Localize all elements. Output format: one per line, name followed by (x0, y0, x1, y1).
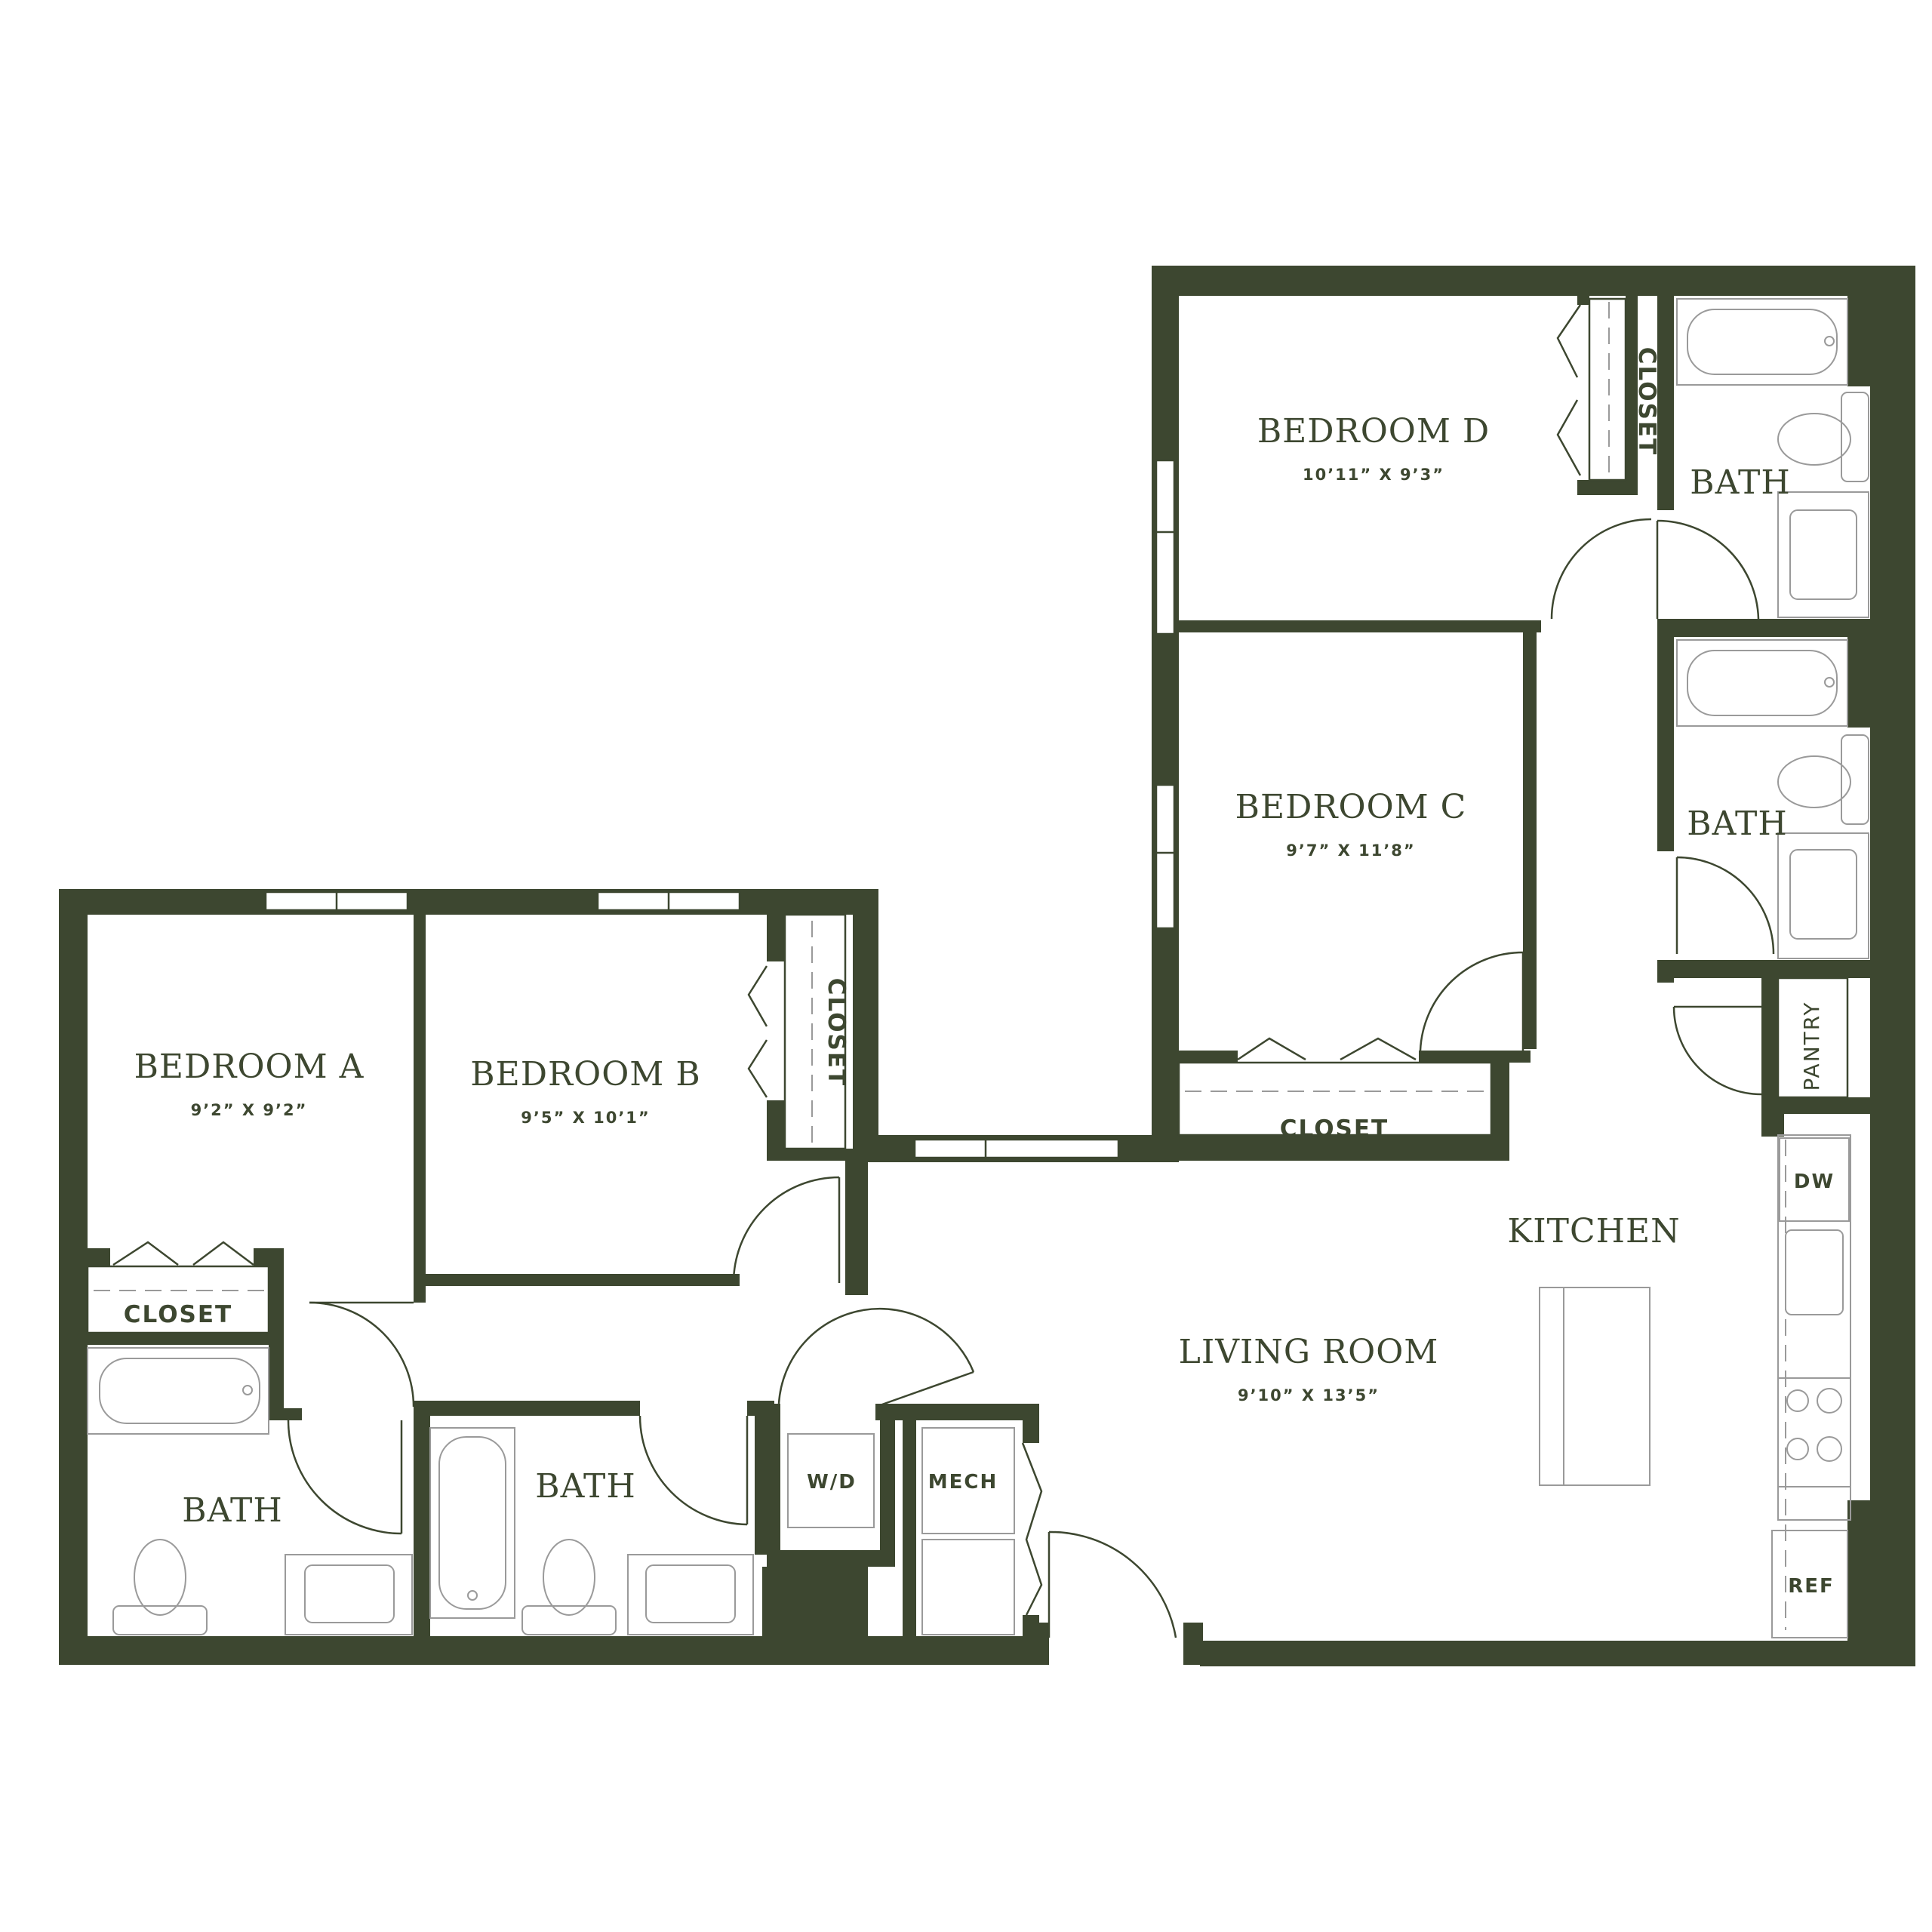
toilet-b (543, 1539, 595, 1616)
closet-details (86, 297, 1627, 1334)
door-bedroom-d (1550, 518, 1652, 620)
bedroom-d-size: 10’11” X 9’3” (1303, 466, 1444, 484)
kitchen-sink (1785, 1229, 1844, 1315)
bedroom-a-size: 9’2” X 9’2” (191, 1101, 308, 1119)
mech-unit-lower (921, 1539, 1015, 1635)
bath-fixtures (87, 298, 1869, 1635)
refrigerator (1771, 1530, 1848, 1638)
windows (264, 459, 1176, 1159)
window-living-room (913, 1138, 1120, 1159)
bedroom-d-name: BEDROOM D (1257, 412, 1490, 451)
vanity-d (1777, 491, 1869, 618)
doors (287, 518, 1775, 1638)
closet-d-area (1588, 297, 1627, 481)
toilet-a (134, 1539, 186, 1616)
bedroom-b-name: BEDROOM B (470, 1055, 700, 1094)
closet-c-label: CLOSET (1280, 1115, 1389, 1143)
bathtub-c (1676, 639, 1848, 727)
bedroom-b-size: 9’5” X 10’1” (521, 1109, 650, 1127)
washer-dryer-label: W/D (807, 1471, 857, 1494)
pantry-label: PANTRY (1799, 1001, 1824, 1091)
pantry-area (1777, 977, 1849, 1099)
washer-dryer-unit (787, 1433, 875, 1528)
dishwasher (1779, 1137, 1850, 1222)
bedroom-a-name: BEDROOM A (134, 1048, 365, 1086)
kitchen-island (1539, 1287, 1651, 1486)
cooktop (1777, 1377, 1851, 1487)
living-room-name: LIVING ROOM (1179, 1333, 1439, 1371)
toilet-d (1777, 413, 1851, 466)
living-room-size: 9’10” X 13’5” (1238, 1386, 1380, 1404)
window-bedroom-c (1155, 783, 1176, 930)
mech-unit-upper (921, 1427, 1015, 1534)
bedroom-c-size: 9’7” X 11’8” (1286, 841, 1415, 860)
mech-label: MECH (928, 1471, 998, 1494)
closet-c-area (1177, 1061, 1493, 1137)
closet-b-area (783, 913, 847, 1150)
door-washer-dryer (879, 1371, 974, 1407)
window-bedroom-d (1155, 459, 1176, 635)
closet-b-label: CLOSET (823, 978, 850, 1087)
bath-a-name: BATH (182, 1491, 282, 1530)
bath-d-name: BATH (1690, 463, 1790, 502)
kitchen-name: KITCHEN (1507, 1212, 1680, 1251)
fixture-labels: CLOSET CLOSET CLOSET CLOSET PANTRY W/D M… (124, 347, 1835, 1598)
closet-d-label: CLOSET (1633, 347, 1660, 456)
bathtub-a (87, 1347, 269, 1435)
vanity-b (627, 1554, 754, 1635)
room-labels: BEDROOM A 9’2” X 9’2” BEDROOM B 9’5” X 1… (134, 412, 1790, 1530)
dishwasher-label: DW (1794, 1171, 1835, 1193)
kitchen-fixtures (1539, 977, 1851, 1638)
vanity-a (285, 1554, 413, 1635)
bathtub-d (1676, 298, 1848, 386)
closet-a-area (86, 1265, 270, 1334)
closet-a-label: CLOSET (124, 1301, 232, 1328)
bath-c-name: BATH (1687, 804, 1787, 843)
refrigerator-label: REF (1788, 1575, 1835, 1598)
interior-walls (88, 296, 1870, 1645)
utility-fixtures (787, 1427, 1015, 1635)
bath-b-name: BATH (535, 1467, 635, 1506)
toilet-c (1777, 755, 1851, 808)
vanity-c (1777, 832, 1869, 959)
door-mech (1021, 1442, 1043, 1616)
bathtub-b (429, 1427, 515, 1619)
bedroom-c-name: BEDROOM C (1235, 788, 1467, 826)
